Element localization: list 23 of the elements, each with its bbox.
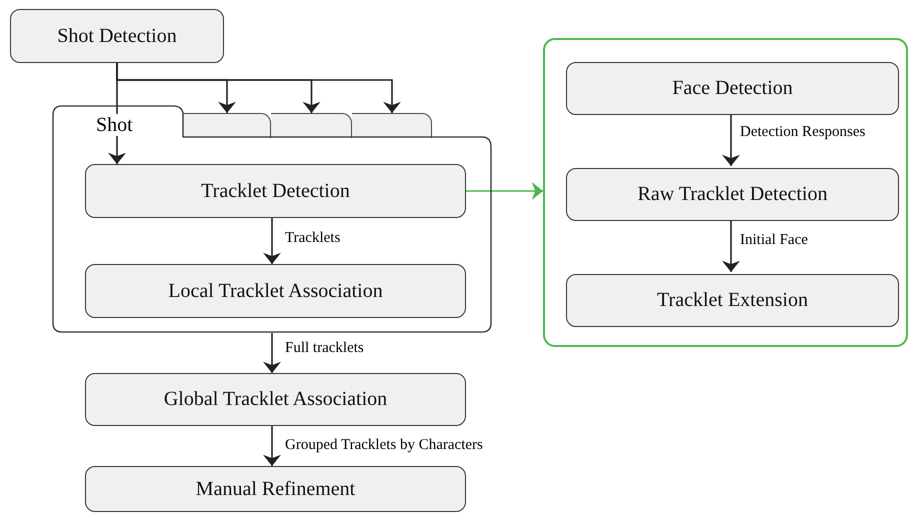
process-box: Raw Tracklet Detection xyxy=(566,168,899,221)
tab-shape xyxy=(352,113,432,138)
process-box: Local Tracklet Association xyxy=(85,264,466,318)
arrow xyxy=(116,63,401,113)
tab-shape xyxy=(271,113,352,138)
process-box: Tracklet Detection xyxy=(85,164,466,218)
edge-label: Detection Responses xyxy=(739,123,866,141)
process-box: Face Detection xyxy=(566,62,899,115)
edge-label: Grouped Tracklets by Characters xyxy=(284,436,484,454)
process-box: Manual Refinement xyxy=(85,466,466,512)
arrow xyxy=(263,426,281,466)
arrow xyxy=(263,218,281,264)
arrow xyxy=(722,113,740,166)
tab-shape xyxy=(183,113,271,138)
arrow xyxy=(722,219,740,272)
process-box: Tracklet Extension xyxy=(566,274,899,327)
process-box: Shot Detection xyxy=(10,9,224,63)
shot-folder xyxy=(52,105,492,333)
group-container xyxy=(543,38,908,347)
arrow xyxy=(263,333,281,373)
process-box: Global Tracklet Association xyxy=(85,373,466,426)
arrow xyxy=(466,182,543,200)
folder-label: Shot xyxy=(96,114,133,136)
